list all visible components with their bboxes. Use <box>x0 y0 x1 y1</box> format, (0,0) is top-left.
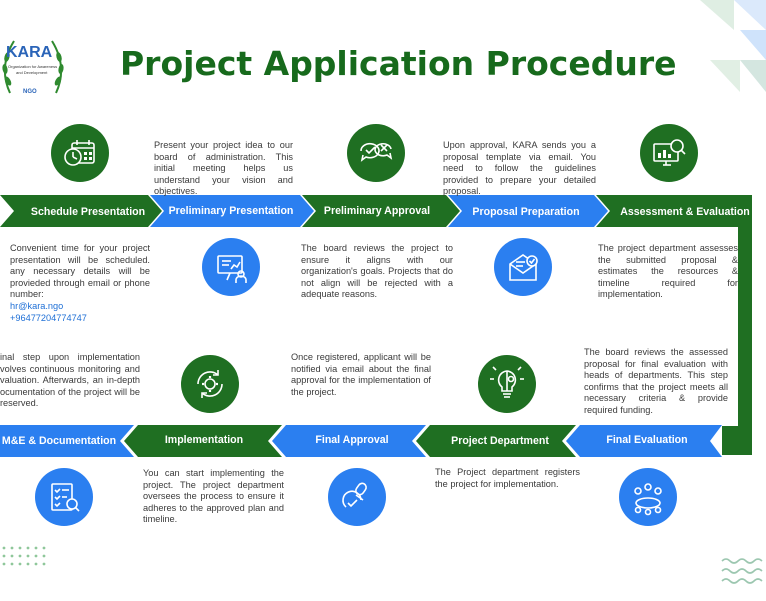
gear-cycle-icon <box>197 370 223 398</box>
checklist-magnifier-icon <box>51 483 80 512</box>
step-desc-schedule-presentation: Convenient time for your project present… <box>10 243 150 324</box>
step-label-final-evaluation: Final Evaluation <box>606 434 688 446</box>
logo-tag: NGO <box>23 89 37 95</box>
step-circle-schedule-presentation <box>51 124 109 182</box>
step-desc-final-approval: Once registered, applicant will be notif… <box>291 352 431 397</box>
email-envelope-icon <box>509 254 538 281</box>
step-circle-preliminary-approval <box>347 124 405 182</box>
step-label-assessment-evaluation: Assessment & Evaluation <box>620 206 750 218</box>
step-circle-proposal-preparation <box>494 238 552 296</box>
dots-decoration <box>2 546 46 566</box>
logo-name: KARA <box>6 44 53 61</box>
step-label-preliminary-approval: Preliminary Approval <box>323 205 431 217</box>
calendar-clock-icon <box>64 140 95 166</box>
step-circle-final-approval <box>328 468 386 526</box>
step-circle-preliminary-presentation <box>202 238 260 296</box>
step-label-schedule-presentation: Schedule Presentation <box>30 206 146 218</box>
corner-triangles-decoration <box>700 0 766 92</box>
logo-line-1: Organization for Awareness <box>8 64 58 69</box>
waves-decoration <box>721 558 763 584</box>
step-desc-implementation: You can start implementing the project. … <box>143 468 284 525</box>
step-label-implementation: Implementation <box>164 434 244 446</box>
step-circle-final-evaluation <box>619 468 677 526</box>
contact-phone-link[interactable]: +96477204774747 <box>10 312 87 323</box>
step-label-proposal-preparation: Proposal Preparation <box>472 206 580 218</box>
step-desc-proposal-preparation: Upon approval, KARA sends you a proposal… <box>443 140 596 197</box>
step-label-final-approval: Final Approval <box>315 434 389 446</box>
step-desc-me-documentation: inal step upon implementation volves con… <box>0 352 140 409</box>
step-circle-assessment-evaluation <box>640 124 698 182</box>
step-desc-schedule-text: Convenient time for your project present… <box>10 243 150 300</box>
presentation-board-icon <box>217 255 247 283</box>
kara-logo: KARA Organization for Awareness and Deve… <box>0 33 66 101</box>
step-label-preliminary-presentation: Preliminary Presentation <box>168 205 294 217</box>
step-circle-me-documentation <box>35 468 93 526</box>
step-desc-assessment-evaluation: The project department assesses the subm… <box>598 243 738 300</box>
page-title: Project Application Procedure <box>120 44 677 83</box>
approve-reject-icon <box>360 142 393 162</box>
step-desc-final-evaluation: The board reviews the assessed proposal … <box>584 347 728 415</box>
step-label-project-department: Project Department <box>451 435 549 447</box>
step-desc-project-department: The Project department registers the pro… <box>435 467 580 489</box>
monitor-magnifier-icon <box>653 139 686 166</box>
step-desc-preliminary-approval: The board reviews the project to ensure … <box>301 243 453 300</box>
contact-email-link[interactable]: hr@kara.ngo <box>10 300 64 311</box>
top-row-arrows <box>0 195 752 227</box>
bottom-row-arrows <box>0 425 722 457</box>
meeting-table-icon <box>634 483 662 516</box>
approval-stamp-icon <box>342 482 367 508</box>
step-circle-project-department <box>478 355 536 413</box>
logo-line-2: and Development <box>16 70 48 75</box>
step-desc-preliminary-presentation: Present your project idea to our board o… <box>154 140 293 197</box>
lightbulb-gear-icon <box>490 366 524 398</box>
step-label-me-documentation: M&E & Documentation <box>1 435 117 447</box>
step-circle-implementation <box>181 355 239 413</box>
